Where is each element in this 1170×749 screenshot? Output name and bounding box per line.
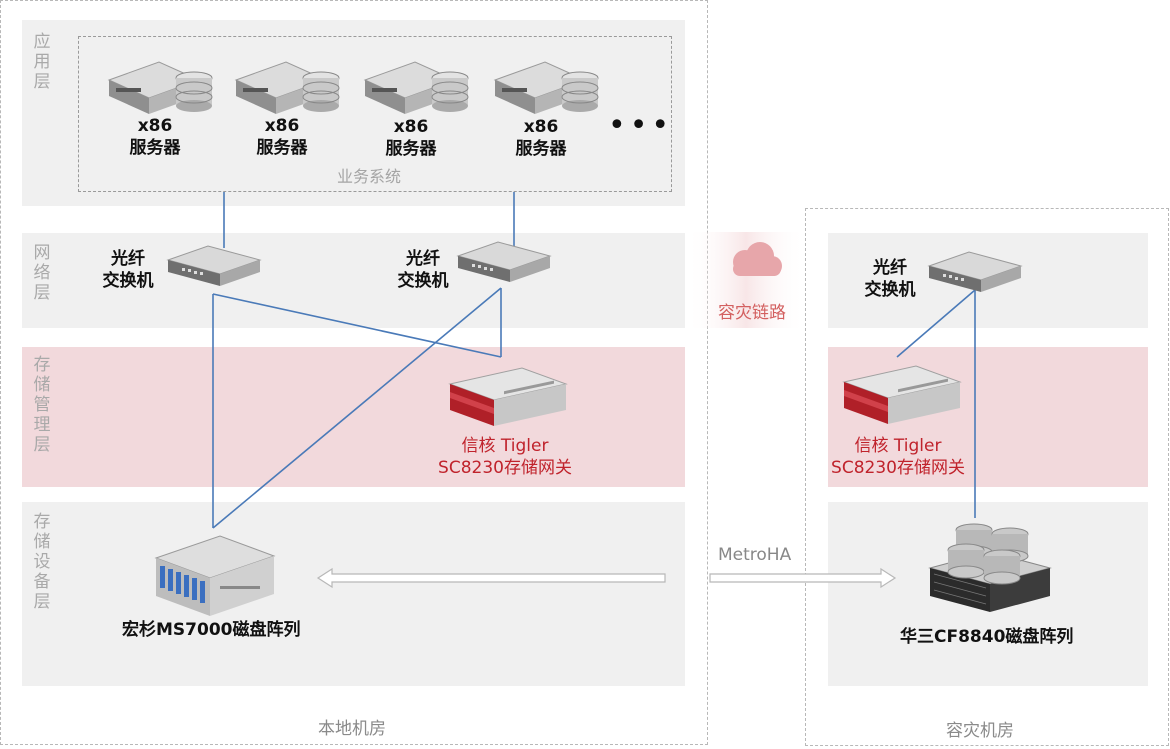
- layer-label-network: 网络层: [33, 243, 51, 303]
- more-servers-dots: •••: [608, 108, 674, 143]
- remote-site-label: 容灾机房: [946, 721, 1014, 741]
- switch-label: 光纤交换机: [864, 258, 916, 300]
- remote-array-label: 华三CF8840磁盘阵列: [900, 627, 1074, 647]
- network-layer-band: [22, 233, 685, 328]
- layer-label-app: 应用层: [33, 32, 51, 92]
- disaster-link-band: [686, 232, 806, 328]
- metroha-arrow: [316, 567, 897, 589]
- switch-icon: [927, 251, 1023, 292]
- remote-site-boundary: [805, 208, 1169, 746]
- server-icon: [493, 61, 599, 114]
- app-layer-band: [22, 20, 685, 206]
- switch-icon: [166, 245, 262, 286]
- business-system-label: 业务系统: [337, 167, 402, 186]
- server-icon: [107, 61, 213, 114]
- storage-mgmt-layer-band: [22, 347, 685, 487]
- gateway-icon: [448, 367, 568, 426]
- server-icon: [234, 61, 340, 114]
- server-icon: [363, 61, 469, 114]
- link-remote-switch-gateway: [896, 289, 976, 358]
- link-switch2-array: [212, 287, 502, 529]
- disk-array-icon: [928, 523, 1052, 612]
- metroha-label: MetroHA: [718, 545, 792, 565]
- gateway-icon: [842, 365, 962, 424]
- business-system-box: [78, 36, 672, 192]
- disaster-link-label: 容灾链路: [718, 303, 786, 323]
- switch-label: 光纤交换机: [397, 249, 449, 291]
- layer-label-storage-device: 存储设备层: [33, 512, 51, 612]
- switch-label: 光纤交换机: [102, 249, 154, 291]
- cloud-icon: [733, 242, 782, 276]
- link-switch1-gateway: [212, 293, 502, 358]
- layer-label-storage-mgmt: 存储管理层: [33, 355, 51, 455]
- switch-icon: [456, 241, 552, 282]
- storage-device-layer-band: [22, 502, 685, 686]
- disk-array-icon: [154, 535, 276, 616]
- local-site-label: 本地机房: [318, 719, 386, 739]
- local-array-label: 宏杉MS7000磁盘阵列: [122, 620, 301, 640]
- local-site-boundary: [0, 0, 708, 745]
